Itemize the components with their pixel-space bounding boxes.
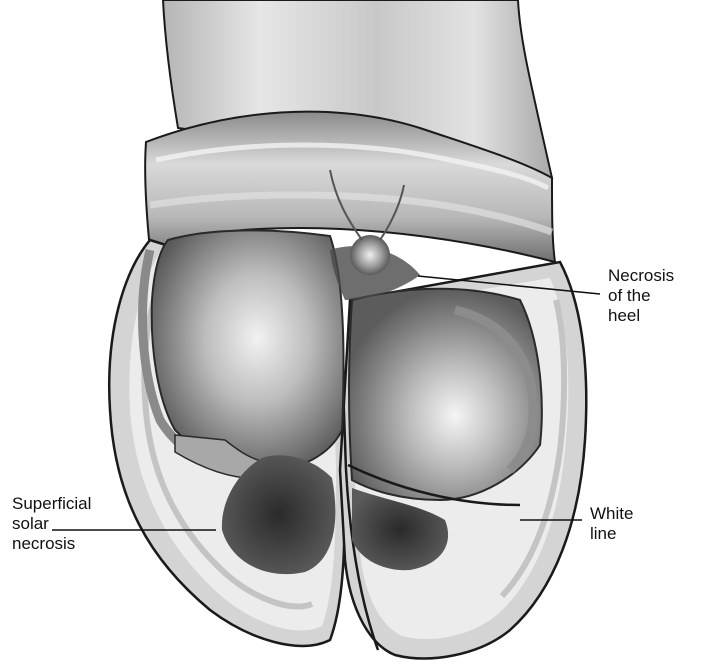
label-line: heel [608, 306, 674, 326]
label-necrosis-of-the-heel: Necrosis of the heel [608, 266, 674, 326]
label-white-line: White line [590, 504, 633, 544]
label-line: Superficial [12, 494, 91, 514]
label-line: Necrosis [608, 266, 674, 286]
label-line: solar [12, 514, 91, 534]
label-line: of the [608, 286, 674, 306]
left-heel-bulb [152, 230, 344, 470]
label-superficial-solar-necrosis: Superficial solar necrosis [12, 494, 91, 554]
heel-necrosis-spot [350, 235, 390, 275]
label-line: necrosis [12, 534, 91, 554]
label-line: line [590, 524, 633, 544]
label-line: White [590, 504, 633, 524]
